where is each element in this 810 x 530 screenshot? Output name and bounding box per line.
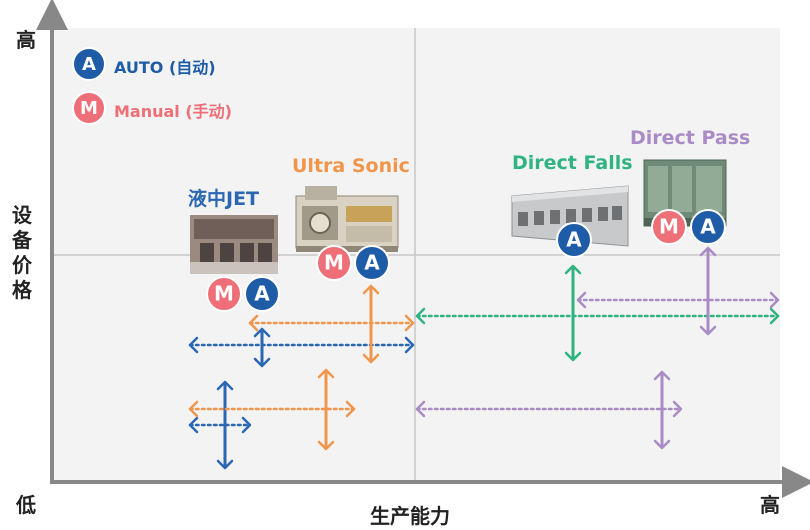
jet-machine-image	[190, 215, 278, 274]
y-axis-title: 设备价格	[12, 203, 32, 302]
pass-auto-badge: A	[690, 209, 726, 245]
pass-manual-capacity-range	[415, 400, 683, 418]
jet-manual-price-range	[216, 380, 234, 470]
ultrasonic-manual-capacity-range	[188, 400, 356, 418]
falls-auto-badge: A	[556, 222, 592, 258]
svg-text:M: M	[80, 98, 98, 119]
jet-manual-badge: M	[206, 276, 242, 312]
svg-text:M: M	[214, 282, 234, 306]
pass-manual-price-range	[653, 370, 671, 450]
pass-manual-badge: M	[651, 209, 687, 245]
x-axis-high-label: 高	[760, 493, 780, 517]
pass-auto-capacity-range	[576, 291, 780, 309]
ultrasonic-manual-price-range	[317, 368, 335, 451]
legend-manual-badge: M	[72, 91, 106, 125]
falls-auto-price-range	[564, 264, 582, 362]
ultrasonic-auto-capacity-range	[248, 314, 415, 332]
svg-text:A: A	[566, 228, 582, 252]
ultrasonic-manual-badge: M	[316, 245, 352, 281]
svg-text:A: A	[254, 282, 270, 306]
jet-manual-capacity-range	[188, 416, 252, 434]
plot-area	[52, 28, 780, 480]
jet-auto-capacity-range	[188, 336, 415, 354]
ultrasonic-auto-price-range	[362, 284, 380, 364]
axis-low-label: 低	[16, 493, 36, 517]
ultrasonic-machine-image	[295, 186, 399, 252]
svg-text:M: M	[324, 251, 344, 275]
falls-title: Direct Falls	[512, 152, 633, 174]
falls-auto-capacity-range	[415, 307, 780, 325]
ultrasonic-auto-badge: A	[354, 245, 390, 281]
svg-text:M: M	[659, 215, 679, 239]
legend-auto-badge: A	[72, 47, 106, 81]
legend-manual-text: Manual (手动)	[114, 102, 232, 121]
ultrasonic-title: Ultra Sonic	[292, 155, 410, 177]
falls-machine-image	[511, 185, 629, 247]
x-axis-title: 生产能力	[370, 504, 450, 528]
legend-auto-text: AUTO (自动)	[114, 58, 216, 77]
pass-auto-price-range	[699, 246, 717, 336]
pass-title: Direct Pass	[630, 127, 751, 149]
jet-title: 液中JET	[188, 188, 260, 210]
svg-text:A: A	[364, 251, 380, 275]
y-axis-high-label: 高	[16, 28, 36, 52]
svg-text:A: A	[700, 215, 716, 239]
svg-text:A: A	[82, 54, 96, 75]
jet-auto-badge: A	[244, 276, 280, 312]
jet-auto-price-range	[253, 327, 271, 368]
